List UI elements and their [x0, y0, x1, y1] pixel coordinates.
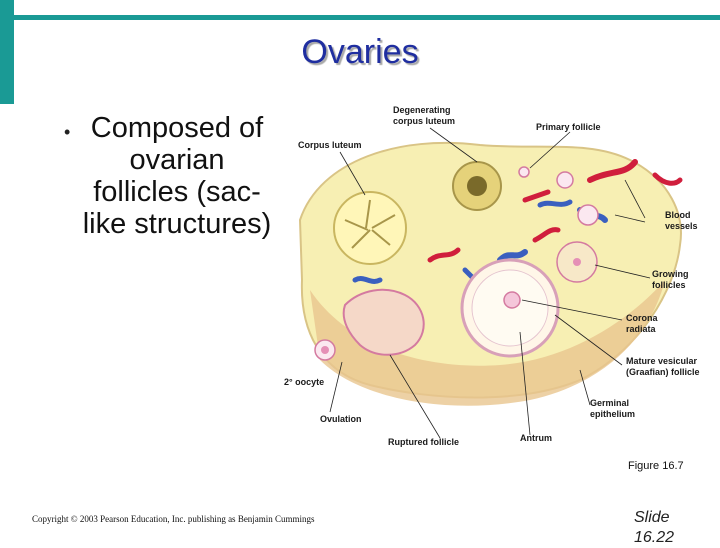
- label-mature-follicle: Mature vesicular: [626, 356, 698, 366]
- label-primary-follicle: Primary follicle: [536, 122, 601, 132]
- primary-follicle: [518, 166, 530, 178]
- slide-title: Ovaries: [301, 33, 419, 71]
- label-mature-follicle-line2: (Graafian) follicle: [626, 367, 700, 377]
- blood-vessels: [352, 159, 683, 284]
- label-growing-follicles: Growing: [652, 269, 689, 279]
- label-germinal-epithelium: Germinal: [590, 398, 629, 408]
- label-germinal-epithelium-line2: epithelium: [590, 409, 635, 419]
- label-ruptured-follicle: Ruptured follicle: [388, 437, 459, 447]
- ovary-medulla: [310, 280, 665, 406]
- ruptured-follicle: [342, 288, 425, 356]
- label-ovulation: Ovulation: [320, 414, 362, 424]
- leader-lines: [329, 127, 651, 439]
- label-blood-vessels-line2: vessels: [665, 221, 698, 231]
- bullet-text: Composed of ovarian follicles (sac-like …: [82, 112, 272, 240]
- label-corpus-luteum: Corpus luteum: [298, 140, 362, 150]
- label-degenerating-corpus-luteum: Degenerating: [393, 105, 451, 115]
- slide-number: Slide 16.22: [634, 509, 675, 546]
- top-accent-bar: [14, 15, 720, 20]
- label-secondary-oocyte: 2° oocyte: [284, 377, 324, 387]
- label-growing-follicles-line2: follicles: [652, 280, 686, 290]
- figure-caption: Figure 16.7: [628, 460, 684, 472]
- copyright-notice: Copyright © 2003 Pearson Education, Inc.…: [32, 514, 315, 524]
- label-degenerating-corpus-luteum-line2: corpus luteum: [393, 116, 455, 126]
- left-accent-bar: [0, 0, 14, 104]
- corpus-luteum: [333, 191, 407, 265]
- ovary-diagram: Degenerating corpus luteum Corpus luteum…: [284, 105, 700, 447]
- bullet-marker: •: [64, 122, 71, 142]
- label-corona-radiata-line2: radiata: [626, 324, 657, 334]
- corona-radiata: [503, 291, 521, 309]
- label-antrum: Antrum: [520, 433, 552, 443]
- label-corona-radiata: Corona: [626, 313, 658, 323]
- label-blood-vessels: Blood: [665, 210, 691, 220]
